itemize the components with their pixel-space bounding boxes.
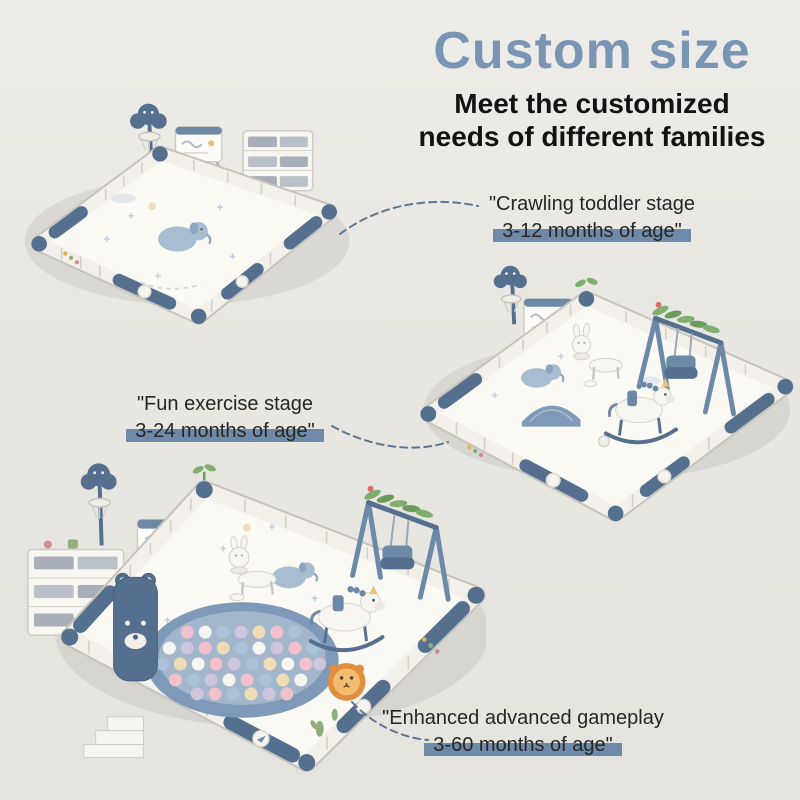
kids-table: [229, 570, 277, 602]
playpen-basic-illustration: [24, 103, 350, 325]
connector-dashed-line-1: [339, 200, 479, 235]
swing: [350, 485, 451, 602]
stage-age-wrap: 3-60 months of age": [368, 733, 678, 757]
page-title: Custom size: [433, 22, 751, 80]
stage-title: "Fun exercise stage: [136, 393, 314, 415]
stage-age: 3-12 months of age": [493, 219, 691, 243]
stage-age-text: 3-24 months of age": [135, 420, 315, 442]
panel-dividers: [60, 160, 297, 313]
door-window: [137, 284, 152, 299]
play-mat-art: [164, 523, 319, 624]
basketball-hoop: [493, 265, 527, 325]
connector-dashed-line-3: [351, 701, 429, 741]
highlight-bar: [424, 743, 622, 756]
header: Custom size Meet the customized needs of…: [392, 24, 792, 153]
elephant-art: [521, 368, 553, 388]
stage-label-advanced: "Enhanced advanced gameplay 3-60 months …: [368, 706, 678, 757]
panel-dividers: [455, 305, 747, 508]
climbing-ramp: [522, 405, 581, 427]
swing: [636, 301, 737, 417]
porthole-window: [235, 275, 249, 289]
highlight-bar: [126, 429, 324, 442]
door-window: [545, 472, 561, 488]
bear-gate-panel: [113, 572, 158, 682]
subtitle-line-1: Meet the customized: [454, 87, 730, 119]
stage-age: 3-60 months of age": [424, 733, 622, 757]
stage-label-exercise: "Fun exercise stage 3-24 months of age": [100, 392, 350, 443]
page-subtitle: Meet the customized needs of different f…: [392, 87, 792, 153]
play-mat-art: [103, 193, 236, 290]
elephant-art: [271, 566, 306, 589]
connector-dashed-line-2: [331, 425, 449, 449]
stage-age-wrap: 3-24 months of age": [100, 419, 350, 443]
playpen-ballpit-illustration: [27, 463, 486, 773]
porthole-window: [657, 469, 672, 484]
ball-pit: [145, 602, 339, 718]
lion-mat-art: [327, 662, 366, 701]
basketball-hoop: [80, 463, 117, 546]
elephant-art: [158, 226, 197, 252]
stairs: [83, 716, 144, 759]
rocking-horse: [308, 585, 385, 653]
highlight-bar: [493, 229, 691, 242]
kids-table: [583, 357, 623, 388]
playpen-swing-rocker-illustration: [420, 265, 794, 522]
stage-title: "Crawling toddler stage: [488, 193, 696, 215]
rabbit-chair: [571, 322, 592, 361]
stage-age-wrap: 3-12 months of age": [462, 219, 722, 243]
stage-age: 3-24 months of age": [126, 419, 324, 443]
rabbit-chair: [228, 535, 250, 575]
subtitle-line-2: needs of different families: [418, 120, 766, 152]
stage-label-crawling: "Crawling toddler stage 3-12 months of a…: [462, 192, 722, 243]
stage-title: "Enhanced advanced gameplay: [382, 707, 664, 729]
stage-age-text: 3-60 months of age": [433, 734, 613, 756]
stage-age-text: 3-12 months of age": [502, 220, 682, 242]
rocking-horse: [603, 377, 678, 445]
toy-ball: [598, 435, 610, 448]
ball-pit-balls: [155, 625, 327, 701]
cactus-mat-art: [310, 708, 338, 737]
basketball-hoop: [130, 103, 167, 158]
